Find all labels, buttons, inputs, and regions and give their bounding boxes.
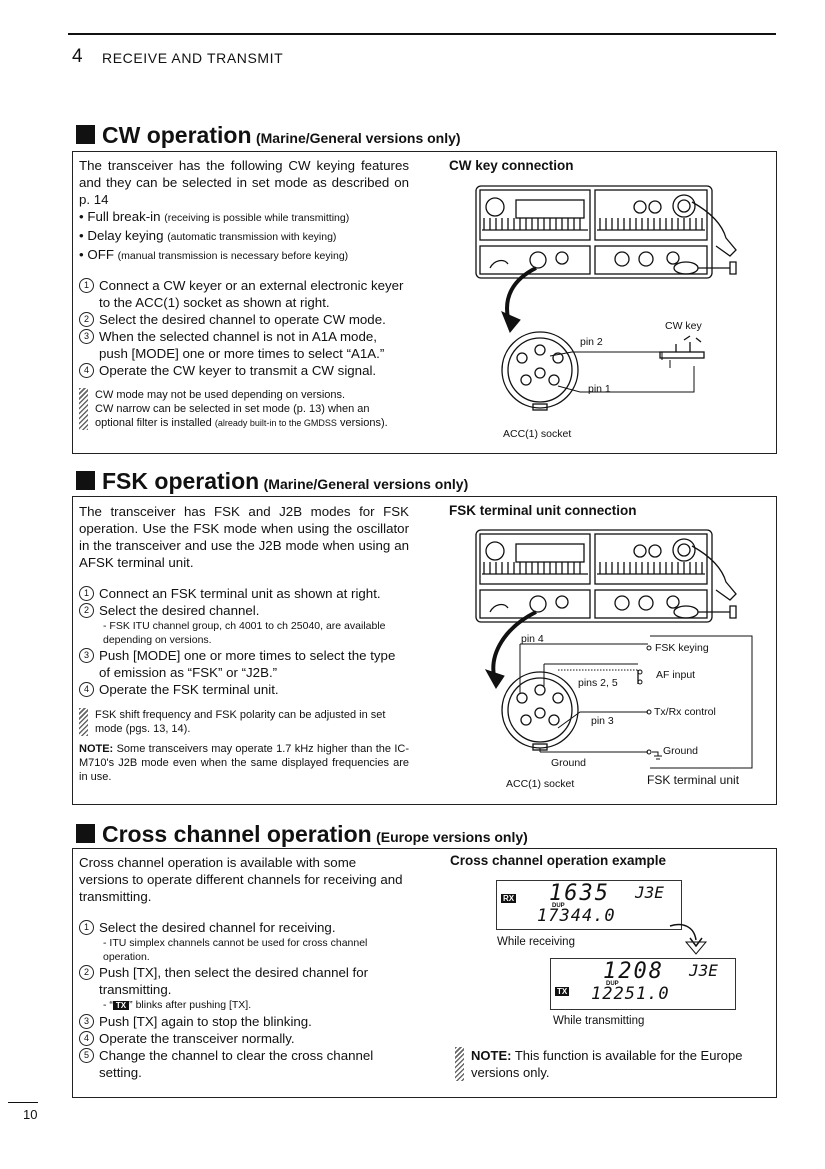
acc-socket <box>501 331 579 411</box>
note-hatch-bar <box>455 1047 464 1081</box>
cross-sub-note-2: - “TX” blinks after pushing [TX]. <box>103 999 252 1011</box>
cw-pin1-label: pin 1 <box>588 383 611 395</box>
cw-key-symbol <box>659 335 705 359</box>
fsk-unit-label: FSK terminal unit <box>647 773 740 787</box>
cross-section-box <box>72 848 777 1098</box>
cw-diagram-title: CW key connection <box>449 158 574 173</box>
rx-display: RX 1635 DUP J3E 17344.0 <box>496 880 682 930</box>
curved-arrow-icon <box>669 923 708 955</box>
cw-cable <box>501 266 537 333</box>
fsk-section-title: FSK operation (Marine/General versions o… <box>76 468 468 495</box>
cross-intro: Cross channel operation is available wit… <box>79 855 403 904</box>
cross-diagram-title: Cross channel operation example <box>450 853 667 868</box>
fsk-pins25-label: pins 2, 5 <box>578 677 618 689</box>
chapter-number: 4 <box>72 46 83 67</box>
rx-frequency: 17344.0 <box>537 906 616 926</box>
cross-text-column: Cross channel operation is available wit… <box>79 854 409 1081</box>
fsk-note: NOTE: Some transceivers may operate 1.7 … <box>79 743 409 783</box>
fsk-afinput-label: AF input <box>656 669 696 681</box>
tx-display-badge: TX <box>555 987 570 996</box>
cw-key-label: CW key <box>665 320 702 332</box>
rx-mode: J3E <box>635 883 664 902</box>
cw-bullet-2: • Delay keying (automatic transmission w… <box>79 228 337 243</box>
fsk-pin3-label: pin 3 <box>591 715 614 727</box>
fsk-keying-label: FSK keying <box>655 642 709 654</box>
fsk-ground-label: Ground <box>551 757 587 769</box>
fsk-text-column: The transceiver has FSK and J2B modes fo… <box>79 503 409 784</box>
header-rule <box>68 33 776 35</box>
cross-section-title: Cross channel operation (Europe versions… <box>76 821 528 848</box>
fsk-sub-note: - FSK ITU channel group, ch 4001 to ch 2… <box>103 620 386 646</box>
chapter-title: RECEIVE AND TRANSMIT <box>102 50 284 66</box>
cw-note: CW mode may not be used depending on ver… <box>79 388 409 430</box>
rx-label: While receiving <box>497 936 575 948</box>
note-hatch-bar <box>79 388 88 430</box>
cw-text-column: The transceiver has the following CW key… <box>79 157 409 430</box>
tx-frequency: 12251.0 <box>591 984 670 1004</box>
radio-rear-panel <box>475 185 737 279</box>
fsk-diagram-title: FSK terminal unit connection <box>449 503 637 518</box>
page-number: 10 <box>23 1107 38 1122</box>
cw-key-diagram <box>475 185 737 411</box>
tx-display: TX 1208 DUP J3E 12251.0 <box>550 958 736 1010</box>
tx-mode: J3E <box>689 961 718 980</box>
fsk-socket-label: ACC(1) socket <box>506 778 575 790</box>
tx-dup: DUP <box>606 981 619 987</box>
fsk-txrx-label: Tx/Rx control <box>654 706 716 718</box>
tx-badge: TX <box>112 1001 130 1010</box>
cw-intro: The transceiver has the following CW key… <box>79 158 409 207</box>
fsk-wiring <box>519 643 648 753</box>
rx-dup: DUP <box>552 903 565 909</box>
section-bullet-square <box>76 824 95 843</box>
fsk-cable <box>484 610 537 689</box>
section-bullet-square <box>76 471 95 490</box>
fsk-ground2-label: Ground <box>663 745 699 757</box>
acc-socket <box>501 671 579 751</box>
cross-sub-note-1: - ITU simplex channels cannot be used fo… <box>103 937 368 963</box>
section-bullet-square <box>76 125 95 144</box>
tx-label: While transmitting <box>553 1015 645 1027</box>
footer-rule <box>8 1102 38 1103</box>
cw-pin2-label: pin 2 <box>580 336 603 348</box>
fsk-pin4-label: pin 4 <box>521 633 544 645</box>
fsk-intro: The transceiver has FSK and J2B modes fo… <box>79 504 409 570</box>
cw-section-title: CW operation (Marine/General versions on… <box>76 122 461 149</box>
cw-bullet-1: • Full break-in (receiving is possible w… <box>79 209 350 224</box>
fsk-diagram <box>475 529 753 769</box>
rx-badge: RX <box>501 894 517 903</box>
rx-channel: 1635 <box>549 881 610 906</box>
tx-channel: 1208 <box>603 959 664 984</box>
note-hatch-bar <box>79 708 88 736</box>
fsk-unit-box <box>637 635 753 769</box>
cross-note: NOTE: This function is available for the… <box>455 1047 760 1081</box>
fsk-section-box <box>72 496 777 805</box>
cw-bullet-3: • OFF (manual transmission is necessary … <box>79 247 349 262</box>
cw-section-box <box>72 151 777 454</box>
fsk-shift-note: FSK shift frequency and FSK polarity can… <box>79 708 409 736</box>
radio-rear-panel <box>475 529 737 623</box>
cw-socket-label: ACC(1) socket <box>503 428 572 440</box>
